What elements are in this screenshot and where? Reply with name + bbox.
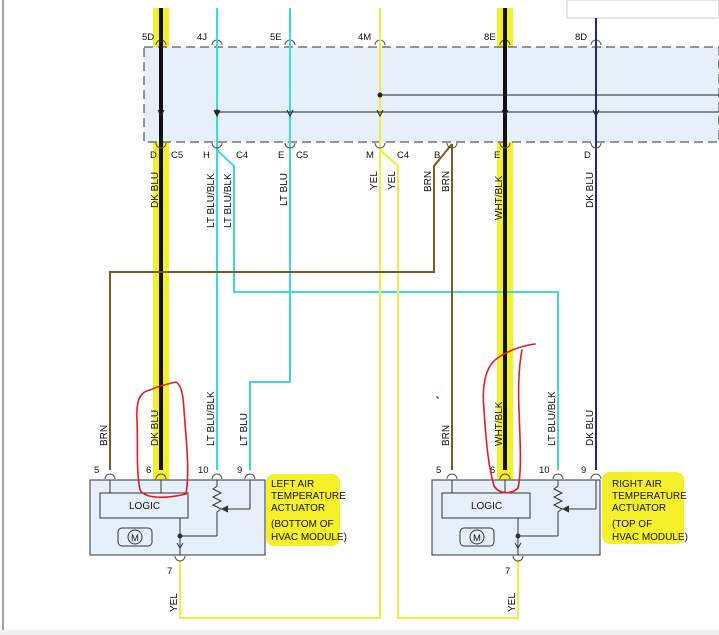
top-pin-5e: 5E	[270, 32, 282, 43]
right-pin-7: 7	[505, 566, 510, 577]
wire-label-lt-blu-left: LT BLU	[239, 413, 250, 446]
wire-label-yel-right: YEL	[507, 593, 518, 612]
left-air-temperature-actuator: 5 6 10 9 LOGIC M 7 LEFT AIR TEMP	[89, 465, 347, 577]
top-pin-8e: 8E	[484, 32, 496, 43]
right-pin-10: 10	[539, 465, 550, 476]
wire-label-dk-blu-top: DK BLU	[150, 172, 161, 208]
connector-c5-left: C5	[171, 150, 183, 161]
wire-label-dk-blu-left: DK BLU	[150, 410, 161, 446]
wire-label-lt-blu-top: LT BLU	[279, 173, 290, 206]
left-title-line-3: ACTUATOR	[271, 503, 325, 514]
right-pin-5: 5	[436, 465, 441, 476]
left-pin-10: 10	[198, 465, 209, 476]
top-pin-4m: 4M	[358, 32, 371, 43]
right-logic-label: LOGIC	[471, 501, 502, 512]
pin-letter-b: B	[434, 150, 440, 161]
wire-label-brn-left: BRN	[99, 425, 110, 446]
top-pin-5d: 5D	[142, 32, 154, 43]
right-motor-icon	[469, 529, 485, 545]
top-pin-labels: 5D 4J 5E 4M 8E 8D	[142, 32, 587, 43]
pin-letter-d-left: D	[150, 150, 157, 161]
pin-letter-h: H	[203, 150, 210, 161]
wire-label-dk-blu-right-top: DK BLU	[585, 172, 596, 208]
pin-letter-d-right: D	[584, 150, 591, 161]
right-title-line-5: HVAC MODULE)	[612, 532, 688, 543]
right-logic-block	[441, 492, 531, 519]
wire-label-yel-left: YEL	[169, 593, 180, 612]
wire-label-yel-1: YEL	[369, 171, 380, 190]
bottom-strip	[0, 630, 719, 635]
module-pin-labels: D H E M B E D C5 C4 C5 C4	[150, 150, 591, 161]
left-pin-5: 5	[94, 465, 99, 476]
wire-label-lt-blu-blk-2: LT BLU/BLK	[223, 173, 234, 228]
right-title-line-2: TEMPERATURE	[612, 491, 687, 502]
wire-label-wht-blk-top: WHT/BLK	[494, 175, 505, 220]
right-pin-9: 9	[581, 465, 586, 476]
module-internal-lines	[157, 92, 719, 118]
connector-c4-left: C4	[236, 150, 248, 161]
left-pin-6: 6	[146, 465, 151, 476]
left-title-line-2: TEMPERATURE	[271, 491, 346, 502]
right-pin-6: 6	[490, 465, 495, 476]
wire-labels-bottom: BRN DK BLU LT BLU/BLK LT BLU BRN WHT/BLK…	[99, 391, 596, 612]
right-air-temperature-actuator: 5 6 10 9 LOGIC M 7 RIGHT AIR TEMPERATURE…	[431, 465, 688, 577]
top-pin-4j: 4J	[197, 32, 207, 43]
overlay-panel	[566, 0, 719, 19]
wire-label-wht-blk-right: WHT/BLK	[494, 401, 505, 446]
left-title-line-1: LEFT AIR	[271, 479, 314, 490]
wire-label-lt-blu-blk-right: LT BLU/BLK	[547, 391, 558, 446]
pin-letter-e-left: E	[278, 150, 284, 161]
wire-label-lt-blu-blk-left: LT BLU/BLK	[206, 391, 217, 446]
connector-c4-mid: C4	[397, 150, 409, 161]
right-title-line-4: (TOP OF	[612, 519, 652, 530]
left-motor-label: M	[131, 533, 139, 544]
left-motor-icon	[127, 529, 143, 545]
top-pin-8d: 8D	[575, 32, 587, 43]
red-annotations	[136, 343, 536, 499]
wire-label-brn-right: BRN	[441, 425, 452, 446]
wire-label-lt-blu-blk-1: LT BLU/BLK	[206, 173, 217, 228]
right-motor-label: M	[473, 533, 481, 544]
wire-label-brn-2: BRN	[441, 171, 452, 192]
wire-label-dk-blu-right: DK BLU	[585, 410, 596, 446]
right-title-line-1: RIGHT AIR	[612, 479, 662, 490]
left-title-line-5: HVAC MODULE)	[271, 532, 347, 543]
wire-label-brn-1: BRN	[423, 171, 434, 192]
wire-label-yel-2: YEL	[387, 171, 398, 190]
pin-letter-e-right: E	[494, 150, 500, 161]
wires	[109, 8, 597, 619]
module-bottom-contacts	[155, 142, 602, 149]
top-contacts	[155, 39, 602, 46]
left-pin-9: 9	[237, 465, 242, 476]
right-title-line-3: ACTUATOR	[612, 503, 666, 514]
left-logic-label: LOGIC	[129, 501, 160, 512]
pin-letter-m: M	[366, 150, 374, 161]
left-pin-7: 7	[167, 566, 172, 577]
wire-labels-top: DK BLU LT BLU/BLK LT BLU/BLK LT BLU YEL …	[150, 171, 596, 228]
left-title-line-4: (BOTTOM OF	[271, 519, 334, 530]
connector-c5-mid: C5	[296, 150, 308, 161]
